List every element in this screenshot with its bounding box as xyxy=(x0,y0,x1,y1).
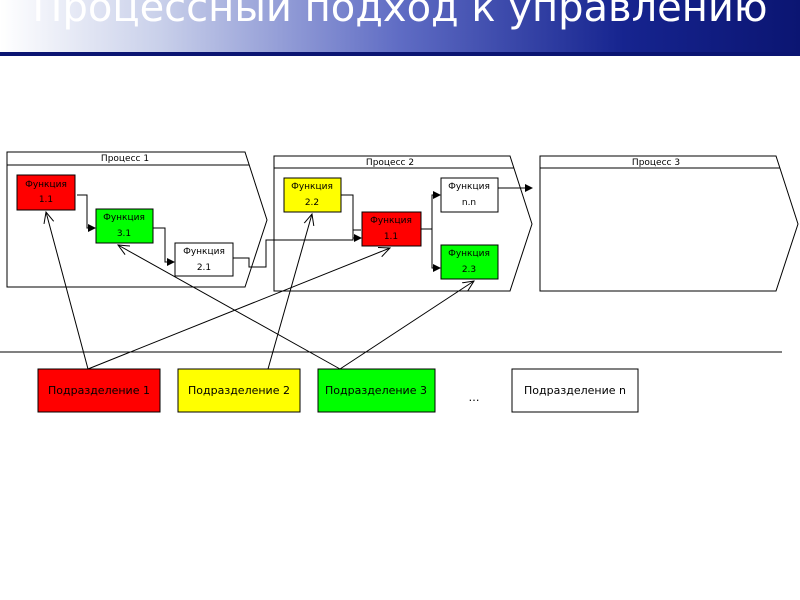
function-number: 2.1 xyxy=(197,263,211,273)
department-label: Подразделение n xyxy=(524,384,626,397)
process-3-label: Процесс 3 xyxy=(632,158,680,168)
function-box-1-1-process-2: Функция 1.1 xyxy=(361,211,422,247)
department-3: Подразделение 3 xyxy=(317,368,436,413)
process-1-label: Процесс 1 xyxy=(101,154,149,164)
flow-connectors xyxy=(77,184,533,272)
department-label: Подразделение 1 xyxy=(48,384,150,397)
function-box-1-1: Функция 1.1 xyxy=(16,174,76,211)
function-number: 2.2 xyxy=(305,198,319,208)
function-label: Функция xyxy=(370,216,412,226)
function-box-2-3: Функция 2.3 xyxy=(440,244,499,280)
department-label: Подразделение 2 xyxy=(188,384,290,397)
function-number: 1.1 xyxy=(384,232,398,242)
function-box-2-2: Функция 2.2 xyxy=(283,177,342,213)
function-number: n.n xyxy=(462,198,476,208)
slide-header: Процессный подход к управлению xyxy=(0,0,800,56)
function-label: Функция xyxy=(448,182,490,192)
function-label: Функция xyxy=(448,249,490,259)
department-label: Подразделение 3 xyxy=(325,384,427,397)
function-label: Функция xyxy=(291,182,333,192)
slide-title: Процессный подход к управлению xyxy=(32,0,768,31)
header-divider xyxy=(0,52,800,56)
function-box-n-n: Функция n.n xyxy=(440,177,499,213)
process-3: Процесс 3 xyxy=(539,155,799,292)
function-box-3-1: Функция 3.1 xyxy=(95,208,154,244)
ellipsis-label: … xyxy=(469,391,480,404)
function-label: Функция xyxy=(25,180,67,190)
department-1: Подразделение 1 xyxy=(37,368,161,413)
function-number: 1.1 xyxy=(39,195,53,205)
department-2: Подразделение 2 xyxy=(177,368,301,413)
department-n: Подразделение n xyxy=(511,368,639,413)
function-label: Функция xyxy=(103,213,145,223)
function-number: 3.1 xyxy=(117,229,131,239)
responsibility-arrows xyxy=(46,212,474,370)
function-label: Функция xyxy=(183,247,225,257)
function-number: 2.3 xyxy=(462,265,476,275)
function-box-2-1: Функция 2.1 xyxy=(174,242,234,277)
process-2-label: Процесс 2 xyxy=(366,158,414,168)
